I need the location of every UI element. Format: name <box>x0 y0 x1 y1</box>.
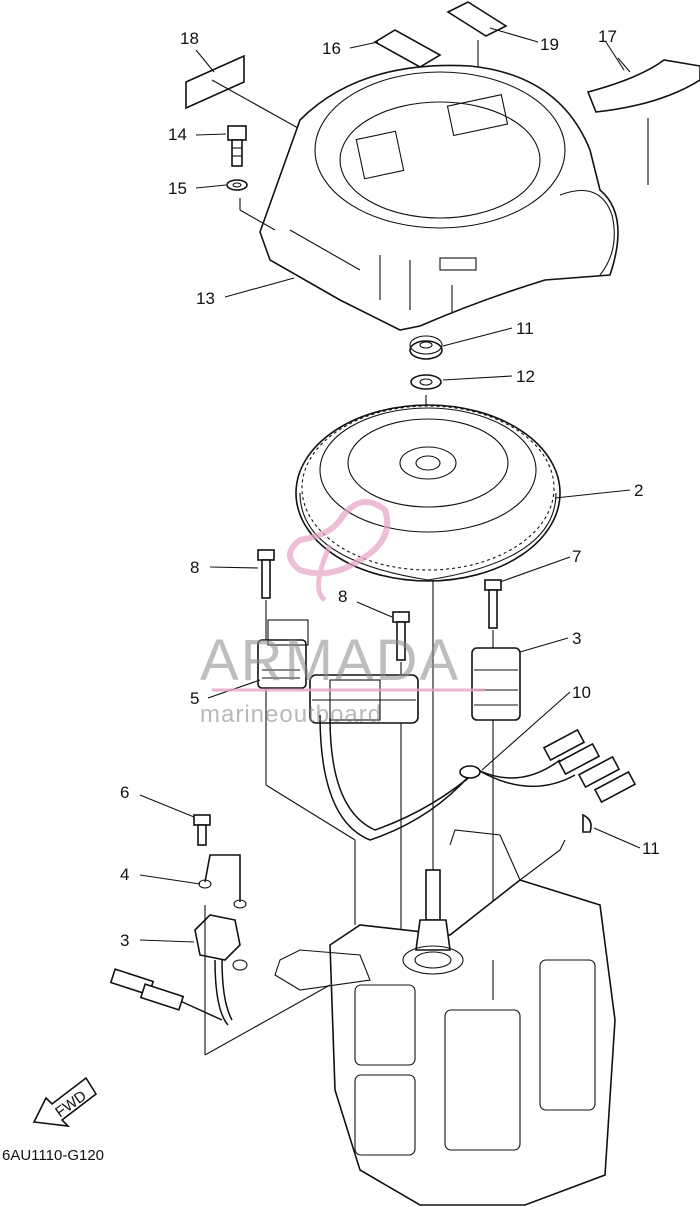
callout-14: 14 <box>168 125 187 144</box>
label-17-sticker <box>586 57 700 185</box>
callout-3: 3 <box>120 931 129 950</box>
washer-15 <box>226 179 248 191</box>
powerhead <box>204 580 616 1206</box>
rectifier-3 <box>109 914 248 1026</box>
callout-labels: 18 16 19 17 14 15 13 11 12 2 8 7 8 3 5 1… <box>120 27 660 950</box>
callout-12: 12 <box>516 367 535 386</box>
washer-12 <box>410 374 442 390</box>
callout-7: 6 <box>120 783 129 802</box>
stator-harness <box>319 714 637 841</box>
callout-4: 5 <box>190 689 199 708</box>
key-10 <box>582 813 592 833</box>
charge-coil-center <box>309 674 419 724</box>
watermark-brand: ARMADA <box>200 628 460 693</box>
callout-2: 3 <box>572 629 581 648</box>
callout-6: 7 <box>572 547 581 566</box>
callout-5: 4 <box>120 865 129 884</box>
callout-11: 11 <box>516 319 534 338</box>
callout-10: 11 <box>642 839 660 858</box>
watermark-text: ARMADA marineoutboard <box>200 628 485 728</box>
callout-9: 10 <box>572 683 591 702</box>
lighting-coil-2 <box>471 647 521 721</box>
bolt-7 <box>193 814 211 846</box>
callout-8-center: 8 <box>338 587 347 606</box>
callout-15: 15 <box>168 179 187 198</box>
bolt-14 <box>227 125 247 167</box>
clamp-9 <box>459 765 481 779</box>
pulser-coil-4 <box>257 619 309 689</box>
label-18-sticker <box>185 54 299 129</box>
watermark-logo <box>287 499 391 603</box>
callout-16: 16 <box>322 39 341 58</box>
nut-11 <box>409 335 443 360</box>
callout-13: 13 <box>196 289 215 308</box>
callout-18: 18 <box>180 29 199 48</box>
fwd-arrow-icon: FWD <box>32 1076 98 1128</box>
bracket-5 <box>198 854 247 909</box>
bolt-8-left <box>257 549 275 785</box>
flywheel <box>295 404 561 582</box>
watermark-tagline: marineoutboard <box>200 701 382 728</box>
callout-17: 17 <box>598 27 617 46</box>
flywheel-cover <box>239 64 619 331</box>
diagram-code: 6AU1110-G120 <box>2 1147 104 1164</box>
callout-8-left: 8 <box>190 558 199 577</box>
leader-lines <box>139 27 641 943</box>
callout-1: 2 <box>634 481 643 500</box>
callout-19: 19 <box>540 35 559 54</box>
